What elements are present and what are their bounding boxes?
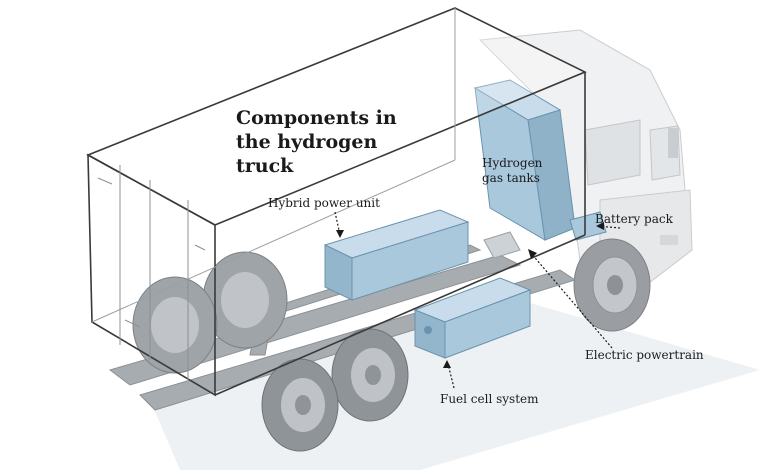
hybrid-power-unit-shape xyxy=(323,209,470,301)
label-hydrogen-gas-tanks: Hydrogen gas tanks xyxy=(482,156,543,185)
label-hybrid-power-unit: Hybrid power unit xyxy=(268,196,380,210)
diagram-title: Components in the hydrogen truck xyxy=(236,107,397,177)
rear-wheels xyxy=(132,251,409,452)
battery-pack-shape xyxy=(569,211,607,241)
front-wheel xyxy=(573,238,651,332)
label-fuel-cell-system: Fuel cell system xyxy=(440,392,539,406)
label-electric-powertrain: Electric powertrain xyxy=(585,348,704,362)
powertrain-shape xyxy=(483,231,521,259)
leader-arrows xyxy=(336,222,604,368)
cargo-box xyxy=(86,7,587,397)
label-battery-pack: Battery pack xyxy=(595,212,673,226)
fuel-cell-shape xyxy=(413,277,532,359)
